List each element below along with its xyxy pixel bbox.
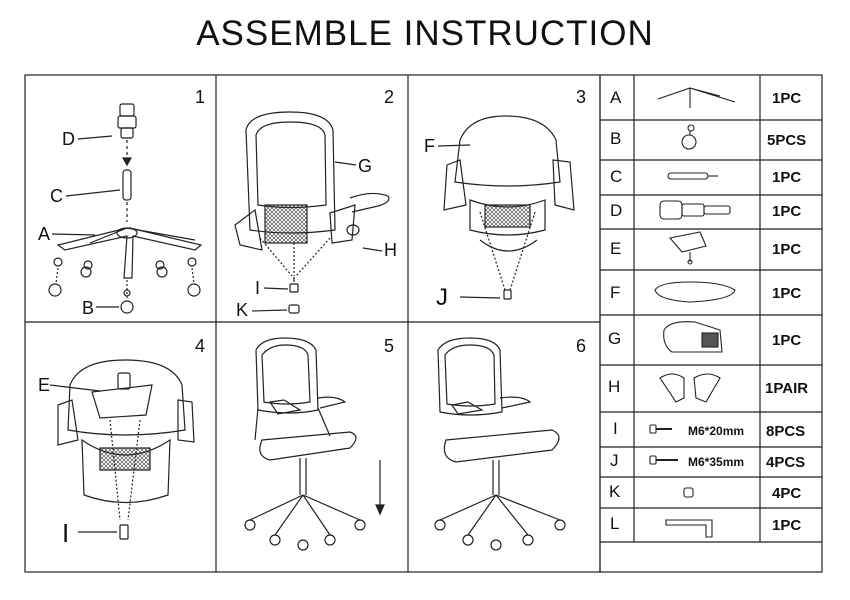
part-b-caster-icon	[681, 124, 697, 150]
step-number-2: 2	[384, 87, 395, 107]
step1-label-a: A	[38, 224, 51, 244]
step4-label-i: I	[62, 518, 70, 548]
steps-grid-border	[24, 74, 601, 573]
step2-label-h: H	[384, 240, 397, 260]
step-number-5: 5	[384, 336, 395, 356]
step2-label-k: K	[236, 300, 249, 320]
part-letter-d: D	[610, 201, 623, 220]
step6-illustration	[434, 337, 566, 551]
part-qty-f: 1PC	[772, 285, 802, 302]
step2-label-i: I	[255, 278, 261, 298]
part-letter-l: L	[610, 514, 620, 533]
step1-illustration	[48, 103, 203, 314]
part-spec-j: M6*35mm	[688, 455, 745, 469]
part-h-armrest-icon	[659, 373, 721, 403]
part-g-backrest-icon	[663, 321, 723, 353]
part-letter-h: H	[608, 377, 621, 396]
part-qty-c: 1PC	[772, 169, 802, 186]
part-letter-k: K	[609, 482, 621, 501]
part-qty-e: 1PC	[772, 241, 802, 258]
part-qty-a: 1PC	[772, 90, 802, 107]
part-f-seat-icon	[654, 281, 736, 303]
step2-label-g: G	[358, 156, 373, 176]
part-letter-b: B	[610, 129, 622, 148]
step4-label-e: E	[38, 375, 51, 395]
part-l-hex-key-icon	[665, 519, 713, 538]
step-number-6: 6	[576, 336, 587, 356]
part-qty-k: 4PC	[772, 485, 802, 502]
part-e-mechanism-icon	[668, 231, 707, 265]
part-letter-g: G	[608, 329, 622, 348]
part-d-gas-lift-icon	[659, 200, 731, 220]
part-qty-h: 1PAIR	[765, 380, 809, 397]
step-number-1: 1	[195, 87, 206, 107]
part-letter-c: C	[610, 167, 623, 186]
step3-label-j: J	[436, 284, 448, 311]
part-letter-f: F	[610, 283, 621, 302]
part-letter-j: J	[610, 451, 619, 470]
step2-illustration	[234, 111, 390, 314]
step1-label-c: C	[50, 186, 63, 206]
page-title: ASSEMBLE INSTRUCTION	[196, 14, 654, 53]
part-qty-g: 1PC	[772, 332, 802, 349]
part-a-star-base-icon	[657, 87, 736, 108]
step-number-4: 4	[195, 336, 206, 356]
part-j-screw-icon	[649, 455, 678, 465]
step1-label-d: D	[62, 129, 75, 149]
part-letter-e: E	[610, 239, 622, 258]
part-qty-j: 4PCS	[766, 454, 806, 471]
part-letter-a: A	[610, 88, 622, 107]
step4-illustration	[49, 359, 195, 540]
part-k-cap-icon	[683, 487, 694, 498]
step5-illustration	[244, 337, 385, 551]
part-spec-i: M6*20mm	[688, 424, 745, 438]
step3-illustration	[437, 115, 575, 300]
part-c-cylinder-icon	[667, 172, 718, 180]
part-qty-d: 1PC	[772, 203, 802, 220]
part-qty-i: 8PCS	[766, 423, 806, 440]
part-qty-b: 5PCS	[767, 132, 807, 149]
part-letter-i: I	[613, 419, 618, 438]
step-number-3: 3	[576, 87, 587, 107]
part-qty-l: 1PC	[772, 517, 802, 534]
part-i-screw-icon	[649, 424, 672, 434]
step1-label-b: B	[82, 298, 95, 318]
parts-table-border	[599, 74, 823, 573]
step3-label-f: F	[424, 136, 435, 156]
